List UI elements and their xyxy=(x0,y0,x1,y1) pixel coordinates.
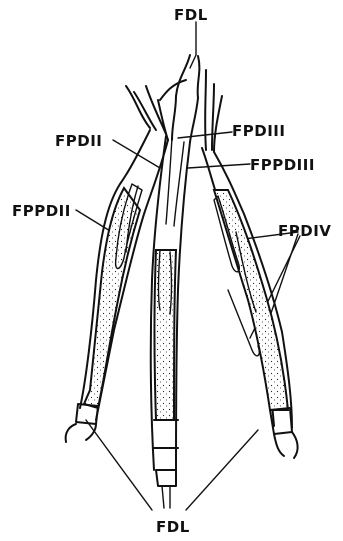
label-fdl-top: FDL xyxy=(174,6,208,24)
label-fppd3: FPPDIII xyxy=(250,156,315,174)
middle-digit xyxy=(151,136,190,508)
label-fpd3: FPDIII xyxy=(232,122,285,140)
proximal-tendon-bundle xyxy=(126,55,222,152)
right-digit xyxy=(202,148,298,458)
label-fdl-bottom: FDL xyxy=(156,518,190,536)
label-fppd2: FPPDII xyxy=(12,202,71,220)
label-fpd4: FPDIV xyxy=(278,222,331,240)
label-fpd2: FPDII xyxy=(55,132,102,150)
